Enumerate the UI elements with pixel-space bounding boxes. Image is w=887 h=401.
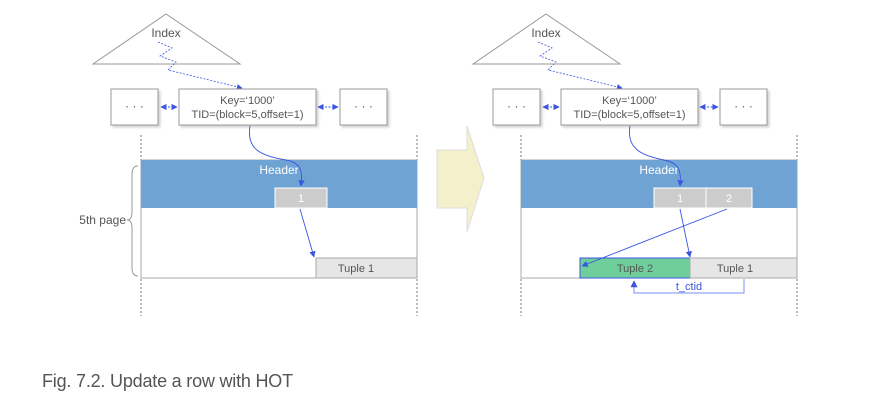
figure-caption: Fig. 7.2. Update a row with HOT [42, 371, 293, 391]
left-slot-1-label: 1 [298, 193, 304, 205]
left-key-line1: Key=‘1000’ [220, 95, 275, 107]
right-index-triangle [471, 13, 622, 65]
right-panel: Index · · · Key=‘1000’ TID=(block=5,offs… [471, 13, 798, 316]
transition-arrow [436, 125, 485, 233]
left-ellipsis-left: · · · [125, 99, 144, 113]
left-index-triangle [91, 13, 242, 65]
left-tuple-1 [315, 257, 418, 279]
left-key-line2: TID=(block=5,offset=1) [192, 109, 304, 121]
right-tuple-2-label: Tuple 2 [617, 263, 653, 275]
right-tuple-1 [689, 257, 798, 279]
right-tuple-1-label: Tuple 1 [717, 263, 753, 275]
right-key-line1: Key=‘1000’ [602, 95, 657, 107]
right-ellipsis-box-left [492, 88, 541, 126]
left-page-brace [126, 165, 139, 277]
right-key-box [560, 88, 699, 126]
right-slot-2 [705, 187, 753, 209]
right-ellipsis-left: · · · [507, 99, 526, 113]
left-ellipsis-box-right [339, 88, 388, 126]
right-ctid-label: t_ctid [676, 281, 702, 293]
left-tuple-1-label: Tuple 1 [338, 263, 374, 275]
right-ellipsis-right: · · · [734, 99, 753, 113]
left-panel: Index · · · Key=‘1000’ TID=(block=5,offs… [79, 13, 418, 316]
left-ellipsis-right: · · · [354, 99, 373, 113]
right-key-line2: TID=(block=5,offset=1) [574, 109, 686, 121]
right-slot-2-pointer [581, 208, 728, 267]
right-slot-1-pointer [679, 208, 692, 258]
right-index-label: Index [531, 26, 560, 40]
left-key-box [178, 88, 317, 126]
left-tid-pointer [248, 125, 305, 187]
right-index-pointer [537, 41, 623, 90]
right-ellipsis-box-right [719, 88, 768, 126]
left-page-label: 5th page [79, 213, 126, 227]
right-slot-1-label: 1 [677, 193, 683, 205]
right-ctid-link [630, 279, 745, 294]
right-slot-2-label: 2 [726, 193, 732, 205]
left-header-label: Header [259, 163, 298, 177]
left-index-label: Index [151, 26, 180, 40]
right-header-label: Header [639, 163, 678, 177]
left-index-pointer [157, 41, 243, 90]
left-ellipsis-box-left [110, 88, 159, 126]
left-slot-pointer [299, 208, 316, 258]
left-slot-1 [274, 187, 328, 209]
right-tid-pointer [629, 125, 684, 187]
